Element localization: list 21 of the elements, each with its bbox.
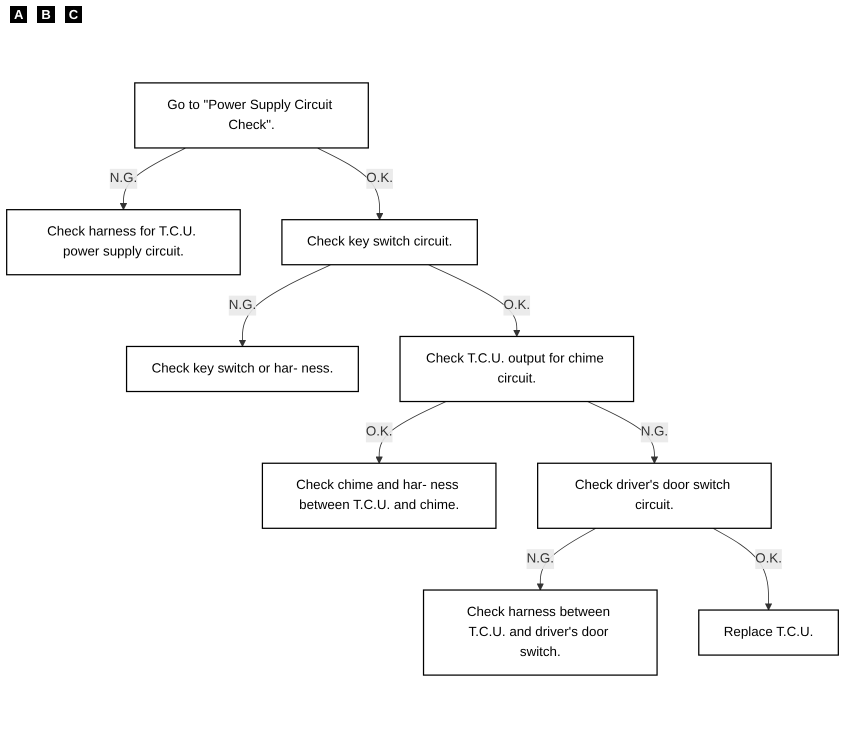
edge-label: O.K.	[366, 424, 393, 440]
node-box: Check key switch circuit.	[281, 219, 478, 266]
node-box: Check harness between T.C.U. and driver's door switch.	[422, 589, 658, 676]
edge-label: N.G.	[110, 171, 138, 186]
node-box: Check driver's door switch circuit.	[537, 462, 772, 529]
node-box: Go to "Power Supply Circuit Check".	[134, 82, 369, 149]
edge-label: N.G.	[228, 298, 256, 312]
node-box: Replace T.C.U.	[698, 609, 839, 656]
node-box: Check key switch or har- ness.	[126, 346, 359, 392]
node-box: Check chime and har- ness between T.C.U. and chime.	[262, 462, 497, 529]
step-marker: B	[37, 6, 55, 23]
node-box: Check T.C.U. output for chime circuit.	[399, 336, 634, 402]
node-box: Check harness for T.C.U. power supply circuit.	[6, 209, 241, 276]
arrow	[238, 264, 332, 347]
step-marker: A	[10, 6, 28, 23]
step-marker: C	[64, 6, 82, 23]
edge-label: N.G.	[526, 552, 554, 566]
edge-label: O.K.	[366, 171, 393, 186]
edge-label: O.K.	[755, 552, 782, 566]
edge-label: O.K.	[503, 298, 530, 312]
edge-label: N.G.	[640, 424, 668, 440]
